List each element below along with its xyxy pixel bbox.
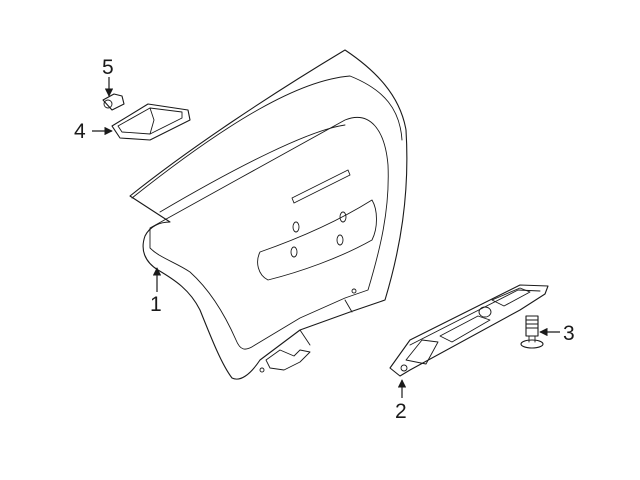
lamp-bulb [102,93,125,111]
callout-3: 3 [563,322,575,345]
callout-1: 1 [150,293,162,316]
callout-4: 4 [74,120,86,143]
callout-5: 5 [102,56,114,79]
license-lamp-assembly [389,284,549,377]
trunk-lid [129,49,408,380]
callout-2: 2 [395,400,407,423]
lamp-housing [111,103,191,141]
push-pin-fastener [520,315,544,349]
